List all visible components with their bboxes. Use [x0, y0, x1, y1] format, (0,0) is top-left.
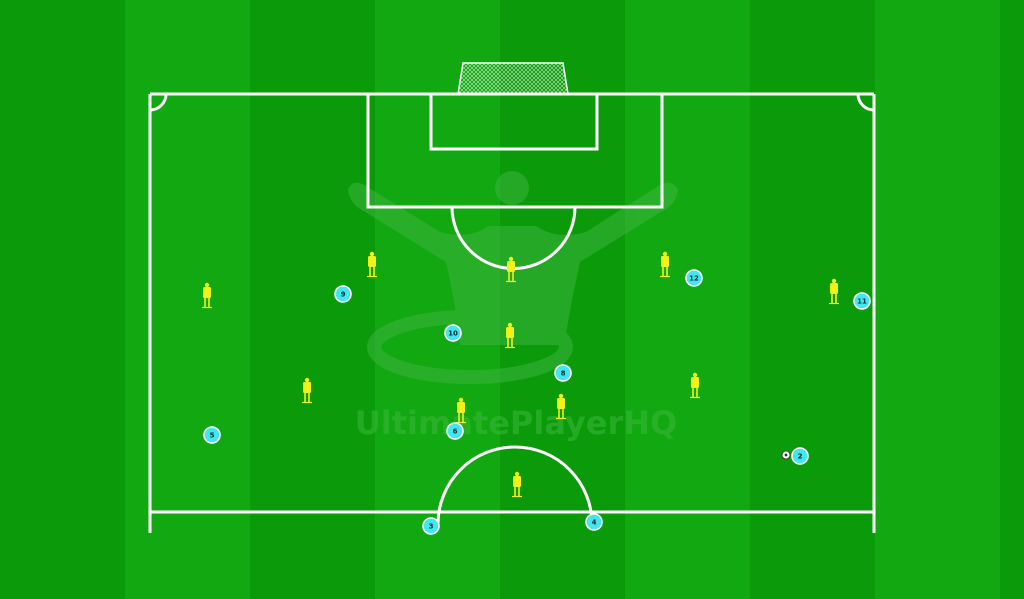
player-number: 6 [453, 428, 458, 436]
player-number: 10 [448, 330, 458, 338]
mannequin-icon [660, 251, 670, 278]
goal-net-icon [457, 62, 569, 95]
six-yard-box [429, 92, 599, 151]
player-number: 9 [341, 291, 346, 299]
player-number: 8 [561, 370, 566, 378]
ball-layer [781, 450, 791, 460]
corner-arc-left [149, 93, 168, 112]
corner-arc-right [856, 93, 875, 112]
mannequin-icon [367, 251, 377, 278]
mannequin-icon [456, 397, 466, 424]
mannequin-icon [202, 282, 212, 309]
player-marker-icon[interactable]: 9 [334, 285, 352, 303]
ball-icon [781, 450, 791, 460]
player-number: 12 [689, 275, 699, 283]
player-marker-icon[interactable]: 11 [853, 292, 871, 310]
mannequin-icon [505, 322, 515, 349]
player-number: 11 [857, 298, 867, 306]
player-number: 2 [798, 453, 803, 461]
center-circle-arc [436, 445, 594, 525]
mannequin-icon [302, 377, 312, 404]
watermark-text: UltimatePlayerHQ [355, 404, 678, 442]
player-number: 5 [210, 432, 215, 440]
player-marker-icon[interactable]: 10 [444, 324, 462, 342]
mannequin-icon [829, 278, 839, 305]
pitch-lines [148, 92, 876, 533]
player-group: 2 3 4 5 6 8 9 10 11 12 [203, 269, 871, 535]
mannequin-icon [556, 393, 566, 420]
player-marker-icon[interactable]: 8 [554, 364, 572, 382]
player-number: 4 [592, 519, 597, 527]
mannequin-icon [506, 256, 516, 283]
mannequin-icon [512, 471, 522, 498]
player-marker-icon[interactable]: 12 [685, 269, 703, 287]
mannequin-icon [690, 372, 700, 399]
player-marker-icon[interactable]: 3 [422, 517, 440, 535]
mannequin-group [202, 251, 839, 498]
player-marker-icon[interactable]: 5 [203, 426, 221, 444]
player-marker-icon[interactable]: 6 [446, 422, 464, 440]
player-marker-icon[interactable]: 2 [791, 447, 809, 465]
player-marker-icon[interactable]: 4 [585, 513, 603, 531]
player-number: 3 [429, 523, 434, 531]
